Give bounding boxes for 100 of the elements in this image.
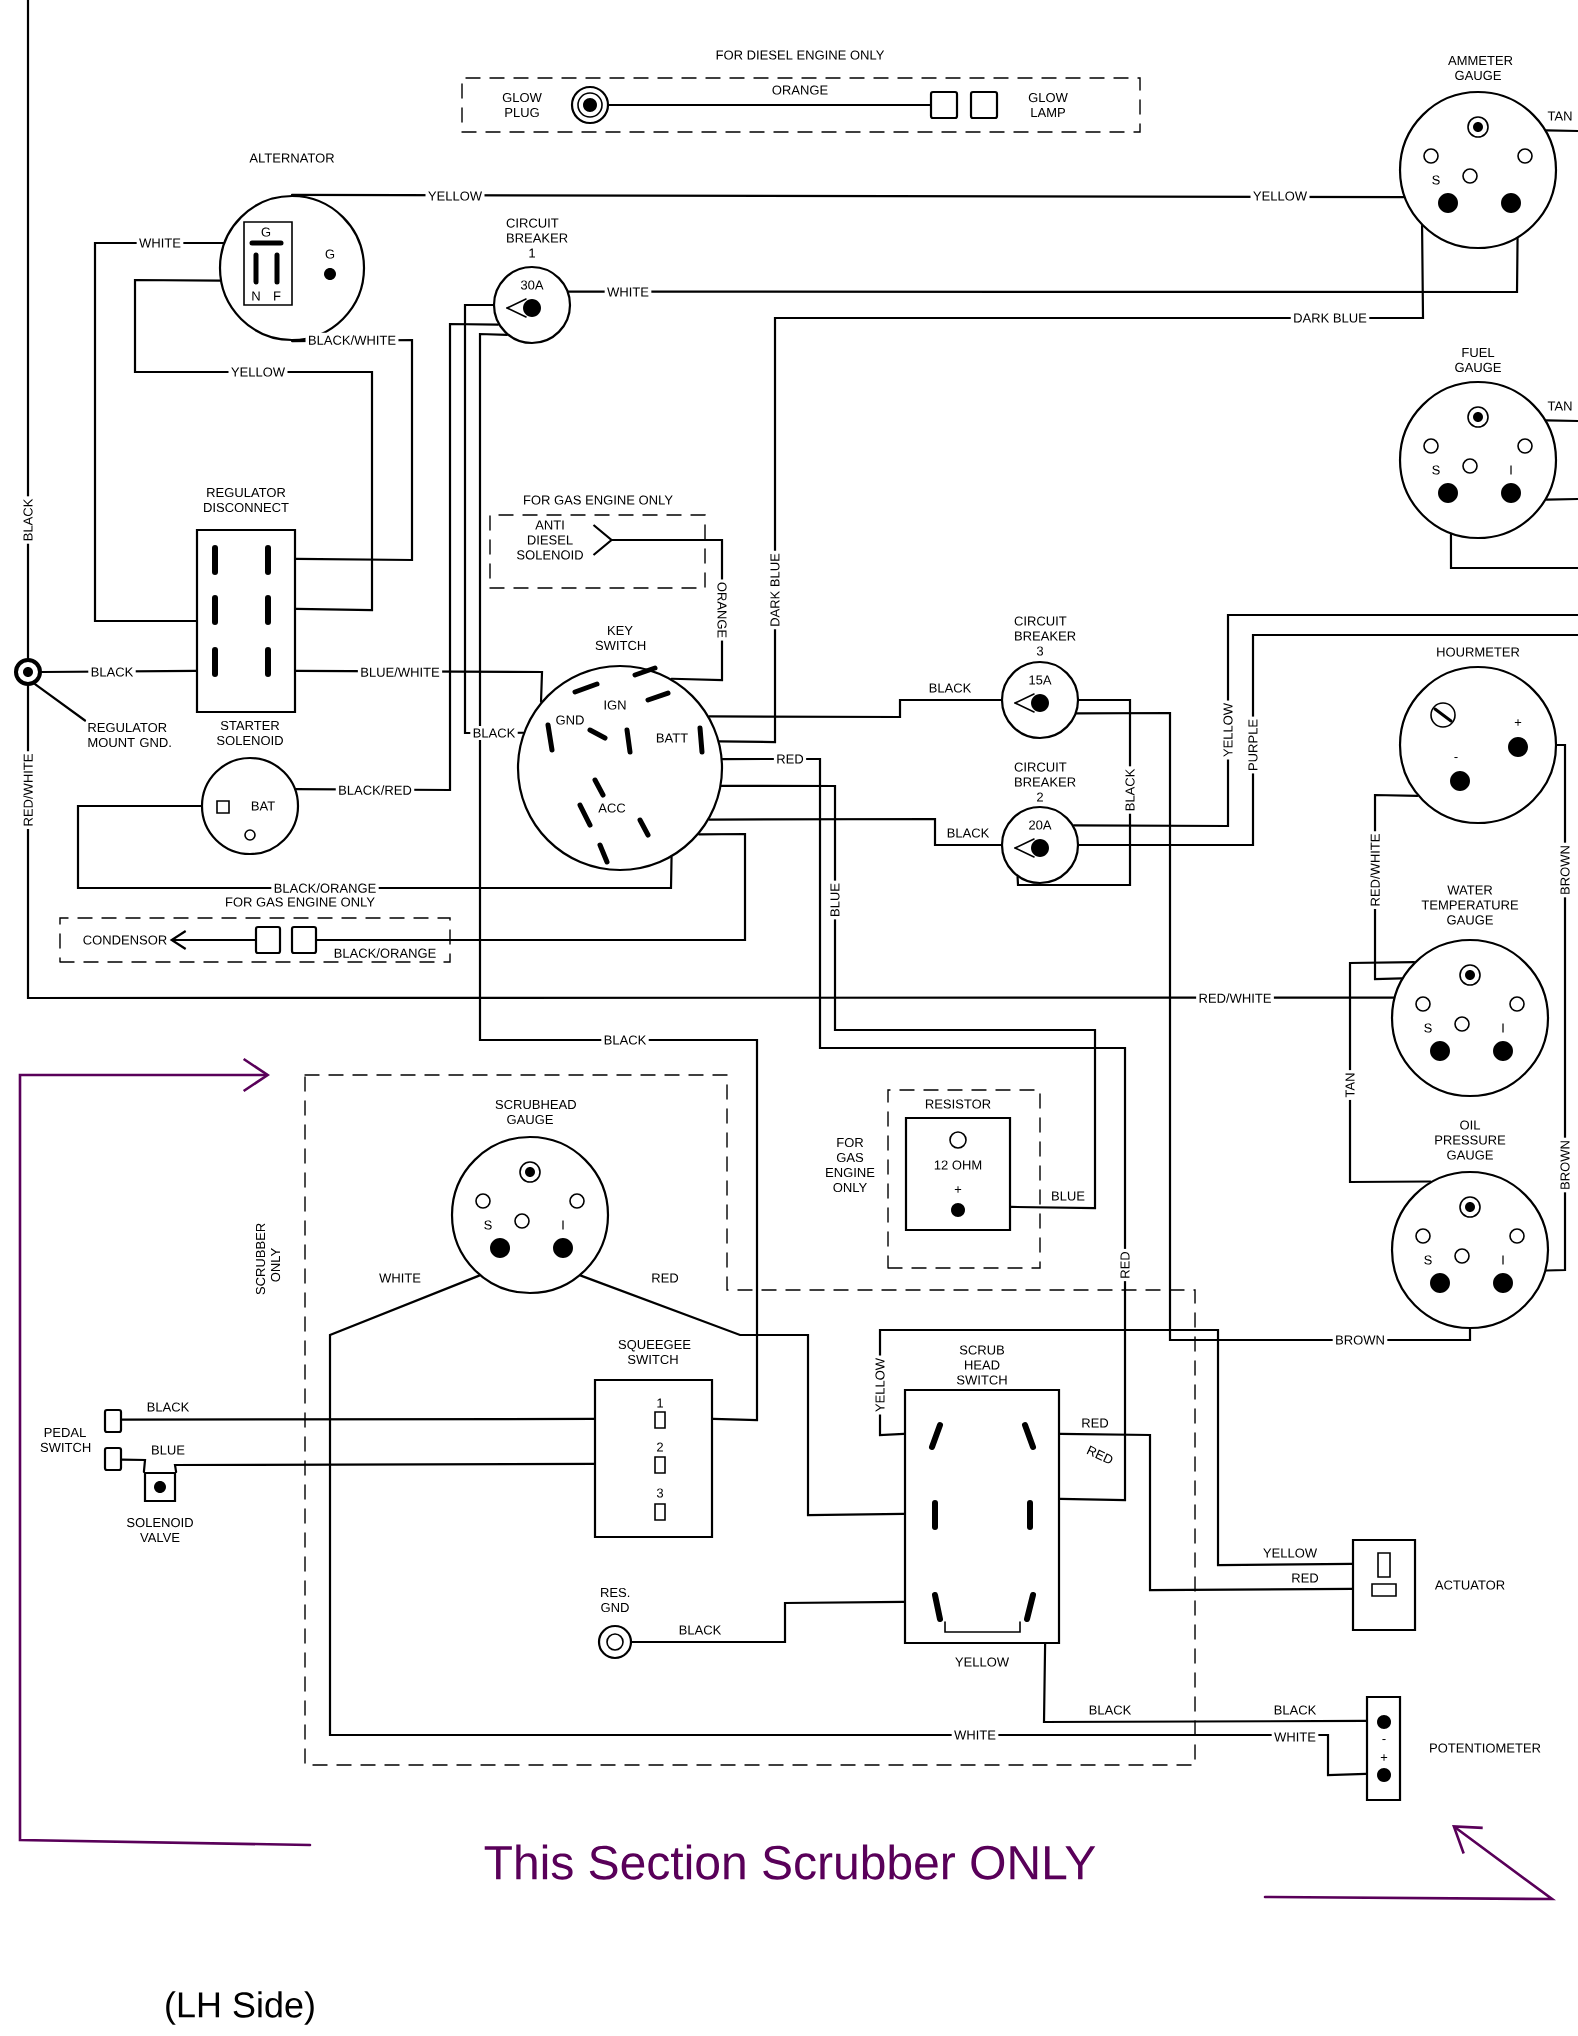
- wire-label: TAN: [1547, 401, 1572, 411]
- wire: [1078, 633, 1578, 847]
- wire-label: BLACK: [601, 1033, 649, 1047]
- wire-label: WHITE: [604, 285, 652, 299]
- ground-terminal: [14, 658, 42, 686]
- wire: [93, 241, 225, 623]
- component-label: GLOW LAMP: [1028, 93, 1068, 118]
- wire-label: DARK BLUE: [768, 550, 782, 630]
- wire-label: WHITE: [1271, 1730, 1319, 1744]
- terminal-label: F: [274, 291, 281, 301]
- wire: [1075, 711, 1472, 1342]
- terminal-label: S: [1424, 1255, 1432, 1265]
- wire: [315, 832, 747, 942]
- component-label: RESISTOR: [925, 1099, 991, 1109]
- terminal-label: ACC: [598, 803, 626, 813]
- wire-label: RED: [1086, 1445, 1113, 1464]
- wire: [169, 930, 257, 950]
- wire-label: BLACK: [147, 1402, 190, 1412]
- component-label: SCRUB HEAD SWITCH: [956, 1345, 1007, 1385]
- terminal-label: I: [1510, 465, 1512, 475]
- wire-label: WHITE: [136, 236, 184, 250]
- wire-label: ORANGE: [772, 85, 828, 95]
- wire: [26, 684, 1395, 1000]
- component-label: SQUEEGEE SWITCH: [618, 1339, 691, 1365]
- wire-label: BLACK: [1123, 766, 1137, 814]
- component-label: CONDENSOR: [83, 935, 167, 945]
- wire: [878, 1328, 1353, 1567]
- terminal-label: 3: [656, 1488, 664, 1498]
- wire-label: BLACK: [470, 726, 518, 740]
- wire: [133, 278, 374, 612]
- wire-label: YELLOW: [1250, 189, 1310, 203]
- wire: [608, 103, 932, 107]
- terminal-label: -: [1382, 1739, 1386, 1741]
- component-label: ALTERNATOR: [249, 153, 334, 163]
- wire-label: RED: [1292, 1573, 1319, 1583]
- terminal-label: I: [1502, 1255, 1504, 1265]
- wire: [120, 1458, 147, 1473]
- component-label: REGULATOR DISCONNECT: [204, 487, 289, 513]
- component-label: CIRCUIT BREAKER 2: [1014, 762, 1076, 802]
- wire-label: BLACK: [679, 1625, 722, 1635]
- terminal-label: -: [1454, 757, 1458, 759]
- wire-label: RED: [652, 1273, 679, 1283]
- wire-label: WHITE: [951, 1728, 999, 1742]
- wire-label: RED: [1118, 1248, 1132, 1282]
- wire: [26, 0, 30, 660]
- component-label: PEDAL SWITCH: [40, 1428, 91, 1453]
- wire: [463, 303, 525, 735]
- wire: [290, 193, 1405, 199]
- terminal-label: S: [1432, 175, 1440, 185]
- wire: [478, 332, 759, 1422]
- component-label: GLOW PLUG: [502, 92, 542, 118]
- terminal-label: 2: [657, 1442, 663, 1452]
- section-heading: FOR GAS ENGINE ONLY: [524, 495, 673, 505]
- handwritten-note: (LH Side): [166, 1991, 314, 2025]
- connector-pair: [254, 925, 318, 955]
- terminal-label: +: [1514, 719, 1522, 726]
- terminal-label: +: [954, 1186, 962, 1193]
- wire-label: YELLOW: [228, 365, 288, 379]
- wire-label: BROWN: [1558, 842, 1572, 898]
- terminal-label: I: [1502, 1023, 1504, 1033]
- wire-label: YELLOW: [1221, 700, 1235, 760]
- terminal-label: 30A: [520, 280, 544, 290]
- wire: [1545, 419, 1578, 423]
- component-label: WATER TEMPERATURE GAUGE: [1421, 885, 1519, 925]
- wire-label: RED: [773, 752, 807, 766]
- terminal-label: S: [1424, 1023, 1432, 1033]
- component-label: ACTUATOR: [1434, 1580, 1505, 1590]
- section-heading: FOR GAS ENGINE ONLY: [826, 1137, 875, 1193]
- leader-line: [33, 683, 87, 722]
- wire-label: TAN: [1343, 1070, 1357, 1100]
- wire-label: BLUE: [1052, 1191, 1085, 1201]
- component-label: ANTI DIESEL SOLENOID: [517, 520, 583, 560]
- component-label: STARTER SOLENOID: [217, 720, 283, 746]
- wire: [720, 784, 1097, 1210]
- wire-label: YELLOW: [1263, 1548, 1318, 1558]
- wire: [721, 757, 1127, 1502]
- wire-label: BLACK: [1274, 1705, 1317, 1715]
- wire: [1059, 1432, 1353, 1592]
- terminal-label: G: [325, 249, 335, 259]
- wire: [173, 1462, 595, 1473]
- terminal-label: N: [252, 291, 260, 301]
- section-heading: FOR GAS ENGINE ONLY: [226, 897, 375, 907]
- section-heading: SCRUBBER ONLY: [255, 1223, 281, 1295]
- component-label: HOURMETER: [1437, 647, 1520, 657]
- wire: [1042, 1643, 1367, 1724]
- wire-label: TAN: [1547, 111, 1572, 121]
- wire-label: ORANGE: [715, 579, 729, 641]
- component-label: REGULATOR MOUNT GND.: [88, 722, 171, 748]
- component-label: CIRCUIT BREAKER 1: [506, 218, 568, 258]
- terminal-label: BATT: [656, 733, 688, 743]
- wire: [1348, 961, 1432, 1184]
- wire-label: YELLOW: [425, 189, 485, 203]
- wire-label: BLACK: [1089, 1705, 1132, 1715]
- terminal-label: GND: [556, 715, 584, 725]
- wire: [1545, 129, 1578, 133]
- wire-label: BLACK: [947, 828, 990, 838]
- terminal-label: I: [562, 1220, 564, 1230]
- wire-label: YELLOW: [955, 1657, 1010, 1667]
- terminal-label: 15A: [1029, 675, 1052, 685]
- terminal-label: +: [1380, 1754, 1388, 1761]
